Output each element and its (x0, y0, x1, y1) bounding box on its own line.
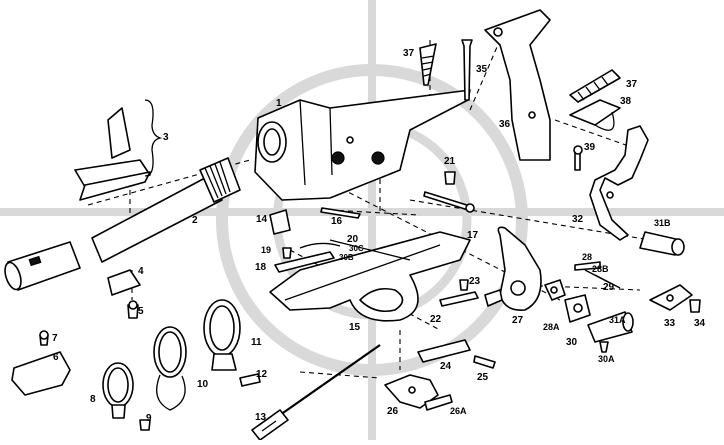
part-26 (384, 374, 453, 411)
label-37-top: 37 (403, 48, 415, 59)
part-labels: 1 2 3 4 5 6 7 8 9 10 11 12 13 14 15 16 1… (52, 48, 706, 424)
label-3: 3 (163, 132, 169, 143)
label-7: 7 (52, 333, 58, 344)
label-18: 18 (255, 262, 267, 273)
label-12: 12 (256, 369, 268, 380)
part-4-5 (107, 269, 141, 319)
label-1: 1 (276, 98, 282, 109)
buttplate-6 (11, 330, 71, 396)
label-6: 6 (53, 352, 59, 363)
small-parts-right (544, 261, 701, 353)
label-28: 28 (582, 252, 592, 262)
label-11: 11 (251, 337, 262, 348)
label-30b: 30B (339, 253, 354, 262)
label-4: 4 (138, 266, 144, 277)
pin-31b (639, 231, 685, 256)
label-37-right: 37 (626, 79, 638, 90)
pins-middle (269, 171, 496, 369)
label-14: 14 (256, 214, 268, 225)
label-31a: 31A (609, 315, 626, 325)
label-25: 25 (477, 372, 489, 383)
label-39: 39 (584, 142, 596, 153)
screws-top (419, 39, 621, 103)
label-13: 13 (255, 412, 267, 423)
label-9: 9 (146, 413, 152, 424)
trigger-guard (269, 231, 471, 322)
label-35: 35 (476, 64, 488, 75)
label-27: 27 (512, 315, 524, 326)
label-28b: 28B (592, 264, 609, 274)
label-19: 19 (261, 245, 271, 255)
label-29: 29 (603, 282, 615, 293)
label-26: 26 (387, 406, 399, 417)
label-24: 24 (440, 361, 452, 372)
label-30a: 30A (598, 354, 615, 364)
label-33: 33 (664, 318, 676, 329)
receiver (254, 89, 471, 201)
label-32: 32 (572, 214, 584, 225)
label-31b: 31B (654, 218, 671, 228)
label-28a: 28A (543, 322, 560, 332)
label-23: 23 (469, 276, 481, 287)
bands (102, 299, 261, 431)
barrel (4, 157, 241, 291)
label-21: 21 (444, 156, 456, 167)
label-22: 22 (430, 314, 442, 325)
rod-13 (251, 344, 381, 441)
label-30: 30 (566, 337, 578, 348)
label-5: 5 (138, 306, 144, 317)
label-15: 15 (349, 322, 361, 333)
hammer (484, 226, 542, 312)
label-34: 34 (694, 318, 706, 329)
lever (589, 125, 649, 241)
label-8: 8 (90, 394, 96, 405)
label-17: 17 (467, 230, 479, 241)
rear-sight (74, 99, 163, 201)
label-26a: 26A (450, 406, 467, 416)
label-20: 20 (347, 234, 359, 245)
tang (484, 9, 551, 161)
label-38: 38 (620, 96, 632, 107)
swivel (569, 99, 621, 171)
label-10: 10 (197, 379, 209, 390)
label-2: 2 (192, 215, 198, 226)
label-36: 36 (499, 119, 511, 130)
label-16: 16 (331, 216, 343, 227)
label-30c: 30C (349, 244, 364, 253)
